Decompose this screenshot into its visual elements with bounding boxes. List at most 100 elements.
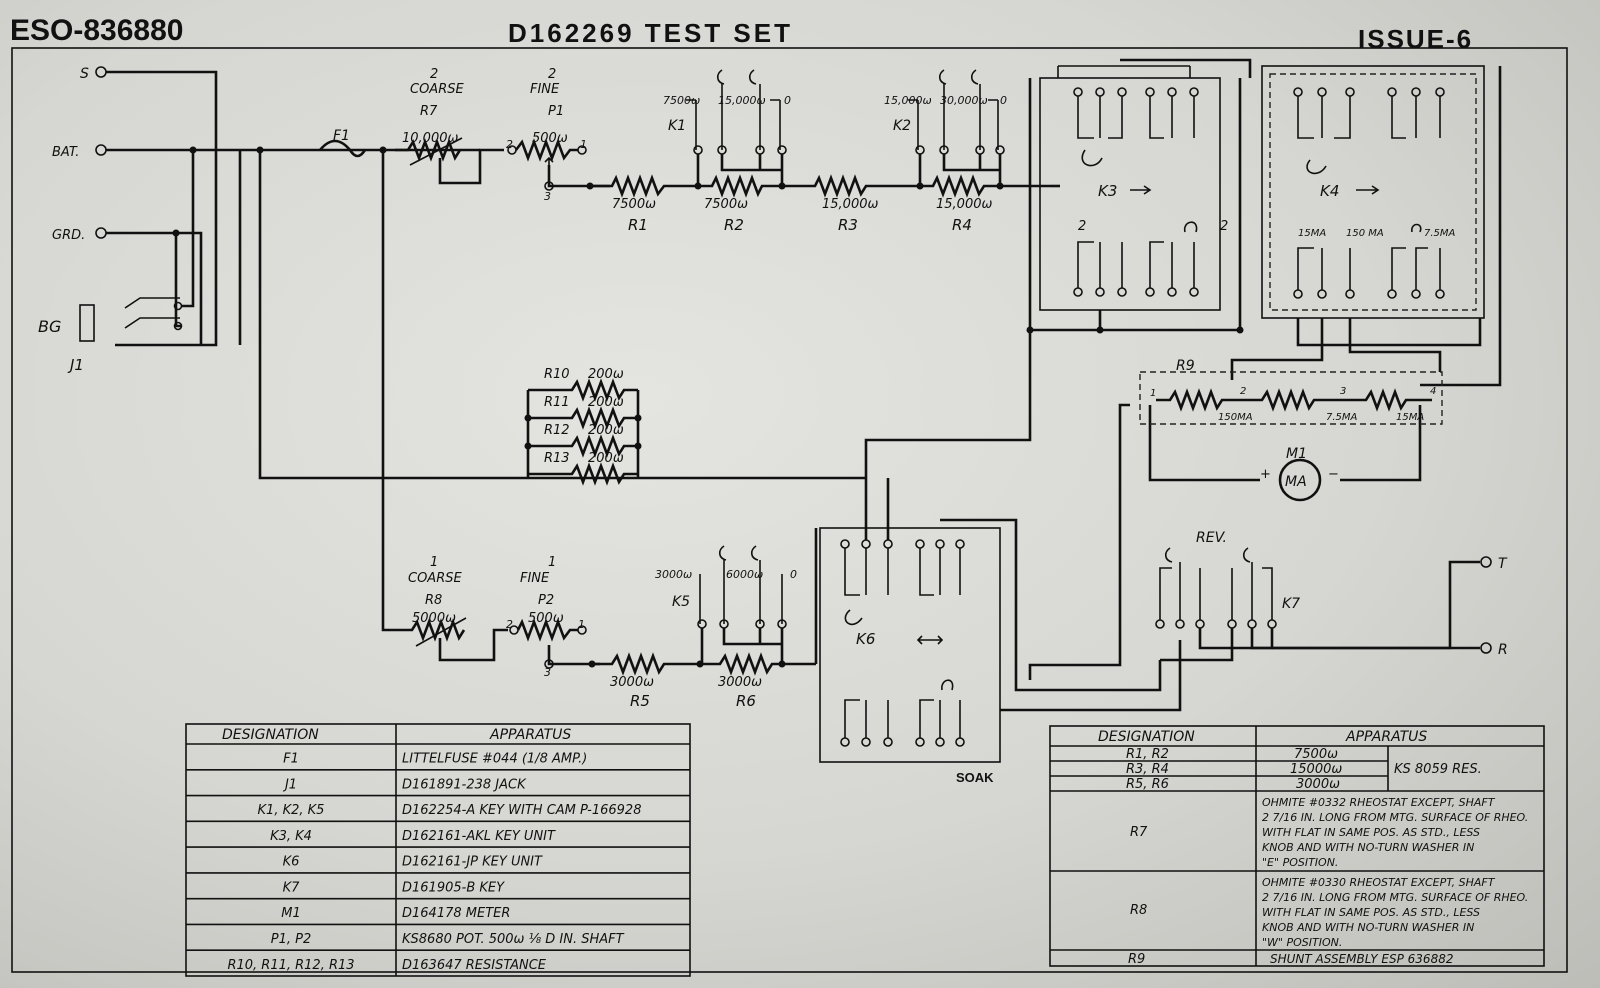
svg-text:R13: R13 bbox=[544, 451, 570, 466]
svg-text:R9: R9 bbox=[1128, 952, 1145, 967]
table-cell-designation: K3, K4 bbox=[270, 829, 312, 844]
table-cell-designation: P1, P2 bbox=[271, 932, 312, 947]
svg-text:P2: P2 bbox=[538, 593, 554, 608]
svg-text:COARSE: COARSE bbox=[410, 82, 464, 97]
svg-text:1: 1 bbox=[578, 618, 585, 631]
shunt-r9: R9 150MA 7.5MA 15MA 1 2 3 4 bbox=[1139, 358, 1443, 425]
resistor-chain-r1-r4: 7500ω R1 7500ω R2 15,000ω R3 15,000ω R4 bbox=[590, 174, 1050, 234]
svg-text:10,000ω: 10,000ω bbox=[402, 131, 458, 146]
key-k5: 3000ω 6000ω 0 K5 bbox=[655, 545, 797, 664]
table-cell-apparatus: D162161-JP KEY UNIT bbox=[402, 855, 543, 870]
svg-text:5000ω: 5000ω bbox=[412, 611, 456, 626]
svg-text:R7: R7 bbox=[420, 104, 438, 119]
svg-text:3000ω: 3000ω bbox=[655, 568, 692, 581]
terminal-grd bbox=[95, 227, 107, 239]
svg-text:APPARATUS: APPARATUS bbox=[489, 727, 571, 743]
potentiometer-p1: 2 FINE P1 500ω 2 1 3 bbox=[506, 67, 610, 203]
resistor-bank-r10-r13: R10 200ω R11 200ω R12 200ω R13 200ω bbox=[526, 367, 640, 486]
terminal-t-label: T bbox=[1498, 556, 1508, 572]
svg-text:P1: P1 bbox=[548, 104, 564, 119]
rheostat-note-line: WITH FLAT IN SAME POS. AS STD., LESS bbox=[1262, 826, 1480, 839]
terminal-bat-label: BAT. bbox=[52, 145, 79, 160]
key-k1: 7500ω 15,000ω 0 K1 bbox=[663, 69, 791, 186]
table-cell-designation: K1, K2, K5 bbox=[258, 803, 325, 818]
table-cell-apparatus: LITTELFUSE #044 (1/8 AMP.) bbox=[402, 752, 587, 767]
svg-text:R5: R5 bbox=[630, 692, 650, 710]
key-k7-reverse: REV. K7 bbox=[1155, 530, 1480, 662]
fuse-f1 bbox=[319, 139, 367, 158]
svg-text:R7: R7 bbox=[1130, 825, 1148, 840]
svg-text:DESIGNATION: DESIGNATION bbox=[1098, 729, 1195, 745]
soak-label: SOAK bbox=[956, 770, 994, 785]
svg-text:3: 3 bbox=[544, 666, 551, 679]
rheostat-r8: 1 COARSE R8 5000ω bbox=[405, 555, 508, 662]
svg-text:1: 1 bbox=[1150, 388, 1156, 399]
terminal-s-label: S bbox=[80, 66, 89, 82]
table-cell-apparatus: D161891-238 JACK bbox=[402, 777, 527, 792]
svg-text:7.5MA: 7.5MA bbox=[1326, 412, 1358, 423]
svg-text:2: 2 bbox=[506, 138, 513, 151]
svg-text:DESIGNATION: DESIGNATION bbox=[222, 727, 319, 743]
svg-text:200ω: 200ω bbox=[588, 395, 624, 410]
svg-text:SHUNT ASSEMBLY ESP 636882: SHUNT ASSEMBLY ESP 636882 bbox=[1270, 952, 1453, 966]
svg-text:K4: K4 bbox=[1320, 182, 1339, 200]
potentiometer-p2: 1 FINE P2 500ω 2 1 3 bbox=[506, 555, 600, 679]
svg-text:15,000ω: 15,000ω bbox=[936, 197, 992, 212]
key-unit-k6: K6 SOAK bbox=[819, 527, 1001, 785]
svg-text:K1: K1 bbox=[668, 118, 686, 134]
rheostat-note-line: OHMITE #0332 RHEOSTAT EXCEPT, SHAFT bbox=[1262, 796, 1496, 809]
terminal-bat bbox=[95, 144, 107, 156]
svg-text:150 MA: 150 MA bbox=[1346, 228, 1384, 239]
terminal-r bbox=[1480, 642, 1492, 654]
svg-text:3000ω: 3000ω bbox=[718, 675, 762, 690]
svg-text:1: 1 bbox=[430, 555, 438, 570]
svg-text:R11: R11 bbox=[544, 395, 570, 410]
svg-text:3: 3 bbox=[1340, 386, 1346, 397]
svg-text:200ω: 200ω bbox=[588, 451, 624, 466]
sheet-border bbox=[11, 47, 1568, 973]
table-cell-designation: K6 bbox=[283, 855, 300, 870]
rheostat-note-line: WITH FLAT IN SAME POS. AS STD., LESS bbox=[1262, 906, 1480, 919]
svg-text:COARSE: COARSE bbox=[408, 571, 462, 586]
svg-text:KS 8059 RES.: KS 8059 RES. bbox=[1394, 762, 1482, 777]
table-cell-apparatus: D162254-A KEY WITH CAM P-166928 bbox=[402, 803, 641, 818]
svg-text:150MA: 150MA bbox=[1218, 412, 1253, 423]
left-wiring bbox=[106, 70, 866, 632]
k3-k4-wiring bbox=[864, 58, 1502, 680]
drawing-number: ESO-836880 bbox=[10, 14, 183, 47]
svg-text:30,000ω: 30,000ω bbox=[940, 94, 988, 107]
svg-text:2: 2 bbox=[1220, 219, 1228, 234]
svg-text:2: 2 bbox=[430, 67, 438, 82]
svg-text:7500ω: 7500ω bbox=[1294, 747, 1338, 762]
svg-text:15000ω: 15000ω bbox=[1290, 762, 1342, 777]
svg-text:3000ω: 3000ω bbox=[1296, 777, 1340, 792]
svg-text:+: + bbox=[1260, 467, 1271, 482]
rheostat-note-line: OHMITE #0330 RHEOSTAT EXCEPT, SHAFT bbox=[1262, 876, 1496, 889]
terminal-grd-label: GRD. bbox=[52, 228, 85, 243]
table-cell-designation: J1 bbox=[282, 777, 297, 792]
table-cell-apparatus: D162161-AKL KEY UNIT bbox=[402, 829, 556, 844]
svg-text:3: 3 bbox=[544, 190, 551, 203]
svg-text:0: 0 bbox=[1000, 94, 1007, 107]
svg-text:200ω: 200ω bbox=[588, 367, 624, 382]
svg-text:7500ω: 7500ω bbox=[704, 197, 748, 212]
svg-text:K5: K5 bbox=[672, 594, 690, 610]
svg-text:K7: K7 bbox=[1282, 596, 1300, 612]
svg-text:R3: R3 bbox=[838, 216, 858, 234]
svg-text:R4: R4 bbox=[952, 216, 972, 234]
svg-text:7500ω: 7500ω bbox=[663, 94, 700, 107]
key-k2: 15,000ω 30,000ω 0 K2 bbox=[884, 69, 1007, 186]
svg-text:7500ω: 7500ω bbox=[612, 197, 656, 212]
svg-text:R6: R6 bbox=[736, 692, 756, 710]
svg-text:2: 2 bbox=[1240, 386, 1246, 397]
svg-text:R1: R1 bbox=[628, 216, 648, 234]
key-unit-k4: K4 15MA 150 MA 7.5MA bbox=[1261, 65, 1485, 319]
svg-text:R3, R4: R3, R4 bbox=[1126, 762, 1169, 777]
svg-text:2: 2 bbox=[548, 67, 556, 82]
table-cell-apparatus: KS8680 POT. 500ω ⅛ D IN. SHAFT bbox=[402, 932, 625, 947]
svg-text:R10: R10 bbox=[544, 367, 570, 382]
table-cell-designation: K7 bbox=[283, 880, 301, 895]
svg-text:FINE: FINE bbox=[520, 571, 550, 586]
